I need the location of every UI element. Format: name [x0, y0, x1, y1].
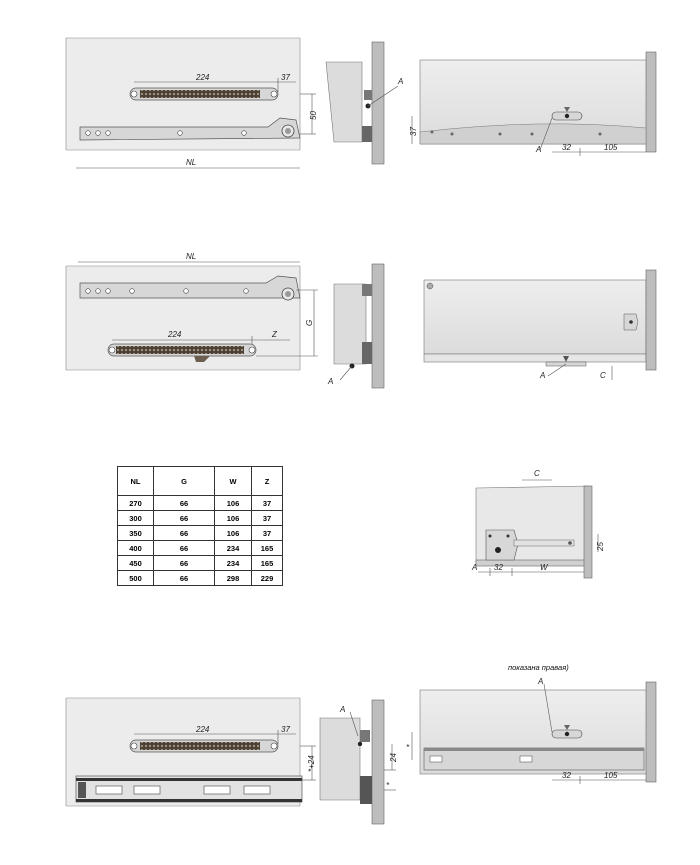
table-header: Z [251, 466, 283, 496]
dim-star-label-section: * [386, 781, 390, 790]
dim-224-label: 224 [195, 73, 210, 82]
dim-224-label-3: 224 [195, 725, 210, 734]
dim-24-label: 24 [389, 753, 398, 763]
dim-105-label-2: 105 [604, 771, 618, 780]
dim-c-label-2: C [534, 469, 540, 478]
table-cell: 66 [153, 570, 215, 586]
table-cell: 37 [251, 510, 283, 526]
runner-rail-2 [79, 275, 301, 301]
label-a-5: A [471, 563, 477, 572]
label-a-2: A [535, 145, 541, 154]
dim-37-label-side: 37 [409, 127, 418, 136]
dim-c-label: C [600, 371, 606, 380]
label-a-4: A [539, 371, 545, 380]
table-cell: 66 [153, 495, 215, 511]
row2-section-view: A [327, 263, 385, 389]
table-row: 500 66 298 229 [117, 570, 283, 586]
table-cell: 165 [251, 540, 283, 556]
dim-star-plus24-label: *+24 [307, 755, 316, 772]
table-row: 400 66 234 165 [117, 540, 283, 556]
table-header: W [214, 466, 252, 496]
table-cell: 400 [117, 540, 154, 556]
dim-z-label: Z [271, 330, 278, 339]
dimensions-table: NL G W Z 270 66 106 37 300 66 106 37 350… [117, 466, 283, 586]
table-row: 270 66 106 37 [117, 495, 283, 511]
table-cell: 298 [214, 570, 252, 586]
row4-slide-view: 224 37 *+24 [65, 697, 316, 807]
row3-detail-view: C 25 A 32 W [471, 469, 605, 579]
table-cell: 165 [251, 555, 283, 571]
table-cell: 66 [153, 510, 215, 526]
table-header: NL [117, 466, 154, 496]
dim-w-label: W [540, 563, 549, 572]
dim-37-label-3: 37 [281, 725, 290, 734]
table-cell: 300 [117, 510, 154, 526]
table-cell: 37 [251, 525, 283, 541]
table-row: 350 66 106 37 [117, 525, 283, 541]
label-a-3: A [327, 377, 333, 386]
damper [129, 87, 279, 101]
dim-star-label-side: * [406, 743, 410, 752]
runner-rail [79, 117, 301, 141]
damper-3 [129, 739, 279, 753]
row2-slide-view: NL 224 Z G [65, 252, 318, 371]
row1-section-view: A [325, 41, 403, 165]
table-cell: 66 [153, 540, 215, 556]
table-cell: 350 [117, 525, 154, 541]
row2-side-view: A C [423, 269, 657, 380]
table-row: 300 66 106 37 [117, 510, 283, 526]
dim-25-label: 25 [596, 542, 605, 552]
dim-32-label-3: 32 [562, 771, 571, 780]
table-cell: 106 [214, 510, 252, 526]
dim-32-label-2: 32 [494, 563, 503, 572]
table-cell: 270 [117, 495, 154, 511]
table-cell: 229 [251, 570, 283, 586]
table-cell: 234 [214, 555, 252, 571]
table-row: 450 66 234 165 [117, 555, 283, 571]
table-cell: 106 [214, 495, 252, 511]
table-cell: 500 [117, 570, 154, 586]
table-cell: 450 [117, 555, 154, 571]
row1-side-view: 37 A 32 105 [409, 51, 657, 156]
cabinet-side-post [645, 51, 657, 153]
dim-32-label: 32 [562, 143, 571, 152]
wall-post [371, 41, 385, 165]
note-shown-right: показана правая) [508, 663, 569, 672]
table-cell: 66 [153, 555, 215, 571]
table-header-row: NL G W Z [117, 466, 283, 496]
dim-nl-label: NL [186, 158, 196, 167]
concealed-runner [75, 775, 303, 803]
label-a-1: A [397, 77, 403, 86]
table-cell: 66 [153, 525, 215, 541]
dim-50-label: 50 [309, 111, 318, 120]
damper-2 [107, 343, 257, 362]
table-header: G [153, 466, 215, 496]
label-a-6: A [339, 705, 345, 714]
row4-section-view: A 24 * [319, 699, 398, 825]
dim-37-label: 37 [281, 73, 290, 82]
drawer-front [325, 61, 363, 143]
table-cell: 106 [214, 525, 252, 541]
dim-105-label: 105 [604, 143, 618, 152]
table-cell: 234 [214, 540, 252, 556]
table-cell: 37 [251, 495, 283, 511]
dim-224-label-2: 224 [167, 330, 182, 339]
label-a-7: A [537, 677, 543, 686]
dim-g-label: G [305, 320, 314, 326]
row4-side-view: A * 32 105 [406, 677, 657, 784]
dim-nl-label-2: NL [186, 252, 196, 261]
row1-slide-view: 224 37 50 NL [65, 37, 318, 169]
